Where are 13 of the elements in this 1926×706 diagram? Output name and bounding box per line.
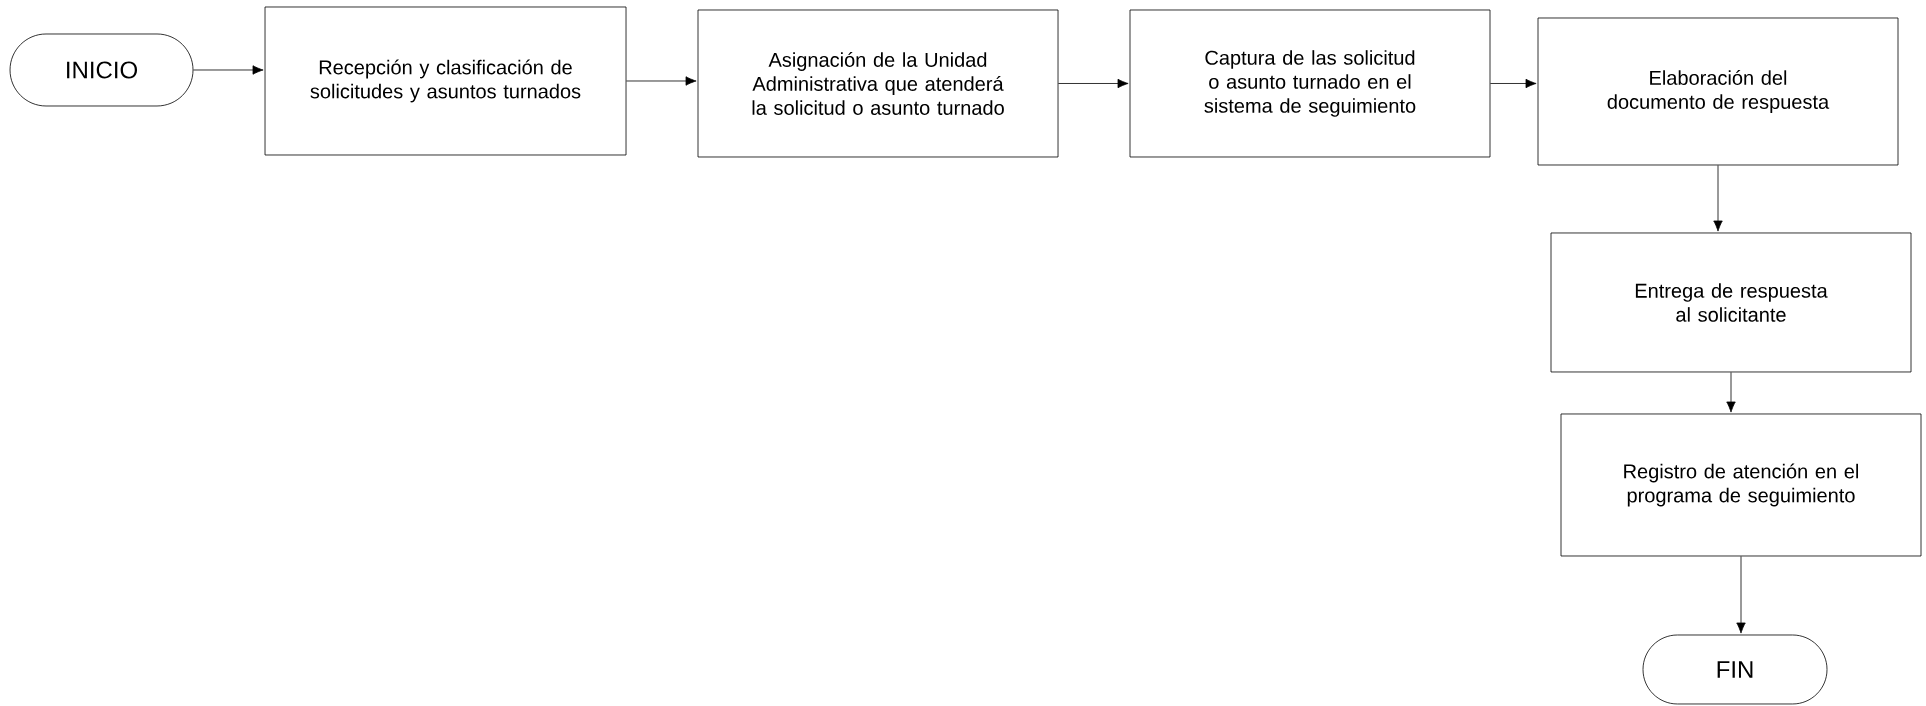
process-box: Recepción y clasificación de solicitudes y asuntos turnados <box>264 6 627 156</box>
arrow <box>1726 372 1736 413</box>
arrow <box>1058 78 1129 89</box>
process-box: Captura de las solicitud o asunto turnado en el sistema de seguimiento <box>1129 9 1491 158</box>
arrow <box>626 76 697 86</box>
process-box: Elaboración del documento de respuesta <box>1537 17 1899 166</box>
arrow <box>1713 165 1723 232</box>
process-box: Entrega de respuesta al solicitante <box>1550 232 1912 373</box>
arrow <box>193 65 264 75</box>
process-box: Registro de atención en el programa de seguimiento <box>1560 413 1922 557</box>
process-box: Asignación de la Unidad Administrativa que atenderá la solicitud o asunto turnado <box>697 9 1059 158</box>
arrow <box>1736 556 1746 634</box>
arrow <box>1490 78 1537 89</box>
